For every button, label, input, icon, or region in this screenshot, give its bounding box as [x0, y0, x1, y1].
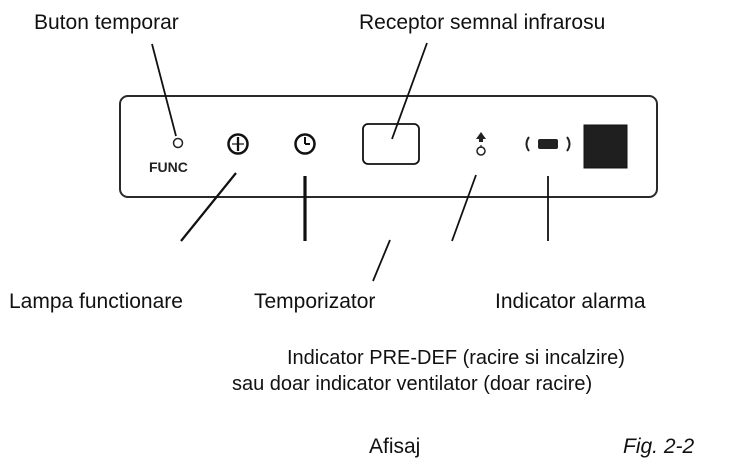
temporary-button-label: Buton temporar: [34, 11, 179, 34]
func-label: FUNC: [149, 159, 188, 175]
display-leader: [372, 239, 391, 282]
operation-lamp-label: Lampa functionare: [9, 290, 183, 313]
alarm-indicator-icon: [525, 136, 571, 152]
ir-receiver-leader: [391, 42, 428, 140]
temporary-button-leader: [151, 43, 177, 137]
alarm-indicator-label: Indicator alarma: [495, 290, 646, 313]
power-lamp-icon: [227, 133, 249, 155]
timer-icon: [294, 133, 316, 155]
infrared-receiver-window: [362, 123, 420, 165]
timer-label: Temporizator: [254, 290, 376, 313]
pre-def-indicator-label-line-2: sau doar indicator ventilator (doar raci…: [232, 373, 593, 395]
figure-label: Fig. 2-2: [623, 435, 695, 458]
pre-def-indicator-icon: [476, 132, 486, 156]
temporary-button: [172, 137, 184, 149]
pre-def-indicator-label-line-1: Indicator PRE-DEF (racire si incalzire): [287, 347, 625, 369]
ir-receiver-label: Receptor semnal infrarosu: [359, 11, 606, 34]
display-label: Afisaj: [369, 435, 421, 458]
pre-def-indicator-leader: [451, 174, 477, 242]
display-block: [583, 124, 628, 169]
operation-lamp-leader: [180, 172, 237, 242]
